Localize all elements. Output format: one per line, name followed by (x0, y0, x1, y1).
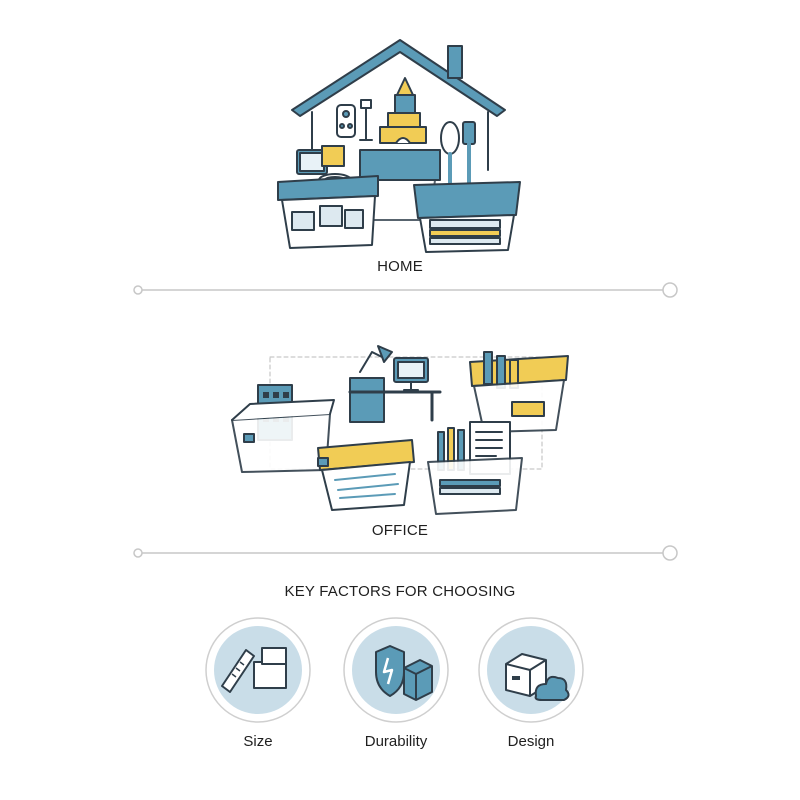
factor-design-icon (478, 617, 584, 723)
home-bin-right (413, 181, 521, 219)
desk-lamp-icon (359, 351, 385, 373)
section-label-office: OFFICE (371, 522, 429, 539)
cube-icon (403, 659, 433, 701)
section-label-home: HOME (377, 258, 423, 275)
factor-label-durability: Durability (364, 733, 428, 750)
factor-label-design: Design (507, 733, 555, 750)
home-bin-center (359, 149, 441, 181)
home-bin-left (277, 175, 379, 201)
divider-home (133, 282, 678, 298)
factor-durability-icon (343, 617, 449, 723)
desk-icon (349, 377, 385, 423)
ruler-icon (221, 649, 255, 693)
spatula-icon (462, 121, 476, 145)
remote-icon (336, 104, 356, 138)
factor-size-icon (205, 617, 311, 723)
divider-office (133, 545, 678, 561)
factor-label-size: Size (243, 733, 273, 750)
house-chimney (447, 45, 463, 79)
house-roof (291, 39, 506, 117)
whisk-icon (440, 121, 460, 155)
cloud-icon (534, 675, 570, 701)
toy-tower-top (396, 77, 414, 96)
factors-title: KEY FACTORS FOR CHOOSING (284, 583, 516, 600)
